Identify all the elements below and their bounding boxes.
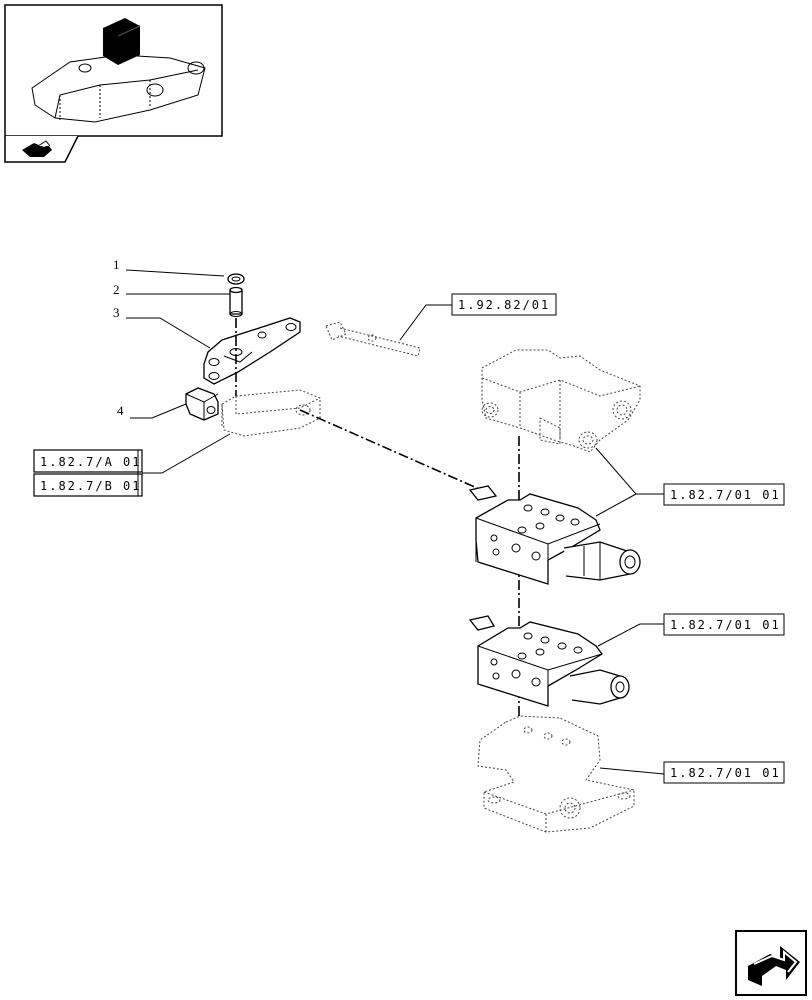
svg-text:1.82.7/A 01: 1.82.7/A 01 xyxy=(40,455,141,469)
ref-box-top[interactable]: 1.92.82/01 xyxy=(451,293,557,316)
ref-box-b[interactable]: 1.82.7/B 01 xyxy=(33,473,143,497)
svg-text:1.82.7/01 01: 1.82.7/01 01 xyxy=(670,488,781,502)
valve-section-2 xyxy=(468,615,630,707)
ref-box-valve-2[interactable]: 1.82.7/01 01 xyxy=(663,613,785,636)
callout-4-leader xyxy=(130,403,187,419)
svg-text:1.82.7/01 01: 1.82.7/01 01 xyxy=(670,618,781,632)
next-page-arrow-icon[interactable] xyxy=(735,930,807,996)
valve-section-1 xyxy=(468,485,641,585)
callout-4: 4 xyxy=(117,403,124,418)
ref-valve1-leader-b xyxy=(595,493,637,517)
lever-plate-part xyxy=(203,317,301,385)
rod-ghost xyxy=(325,321,421,357)
ref-top-leader xyxy=(399,304,452,341)
clamp-block-part xyxy=(185,387,219,421)
ref-valve3-leader xyxy=(599,767,665,775)
svg-text:1.92.82/01: 1.92.82/01 xyxy=(458,298,550,312)
callout-1: 1 xyxy=(113,257,120,272)
ref-box-a[interactable]: 1.82.7/A 01 xyxy=(33,449,143,473)
ref-valve2-leader xyxy=(597,623,664,647)
ref-box-valve-1[interactable]: 1.82.7/01 01 xyxy=(663,483,785,506)
callout-3-leader xyxy=(126,317,211,349)
callout-2: 2 xyxy=(113,282,120,297)
pin-part xyxy=(229,286,243,317)
thumbnail-panel[interactable] xyxy=(4,4,223,137)
link-axis-line xyxy=(299,409,487,493)
ref-valve1-leader-a xyxy=(595,447,664,495)
ref-ab-leader xyxy=(142,433,231,474)
catalogue-nav-icon[interactable] xyxy=(4,135,79,163)
callout-1-leader xyxy=(125,269,225,277)
svg-text:1.82.7/B 01: 1.82.7/B 01 xyxy=(40,479,141,493)
svg-text:1.82.7/01 01: 1.82.7/01 01 xyxy=(670,766,781,780)
callout-3: 3 xyxy=(113,305,120,320)
base-housing-ghost xyxy=(477,715,635,833)
ref-box-valve-3[interactable]: 1.82.7/01 01 xyxy=(663,761,785,784)
circlip-part xyxy=(227,273,245,285)
top-cover-ghost xyxy=(481,349,641,453)
